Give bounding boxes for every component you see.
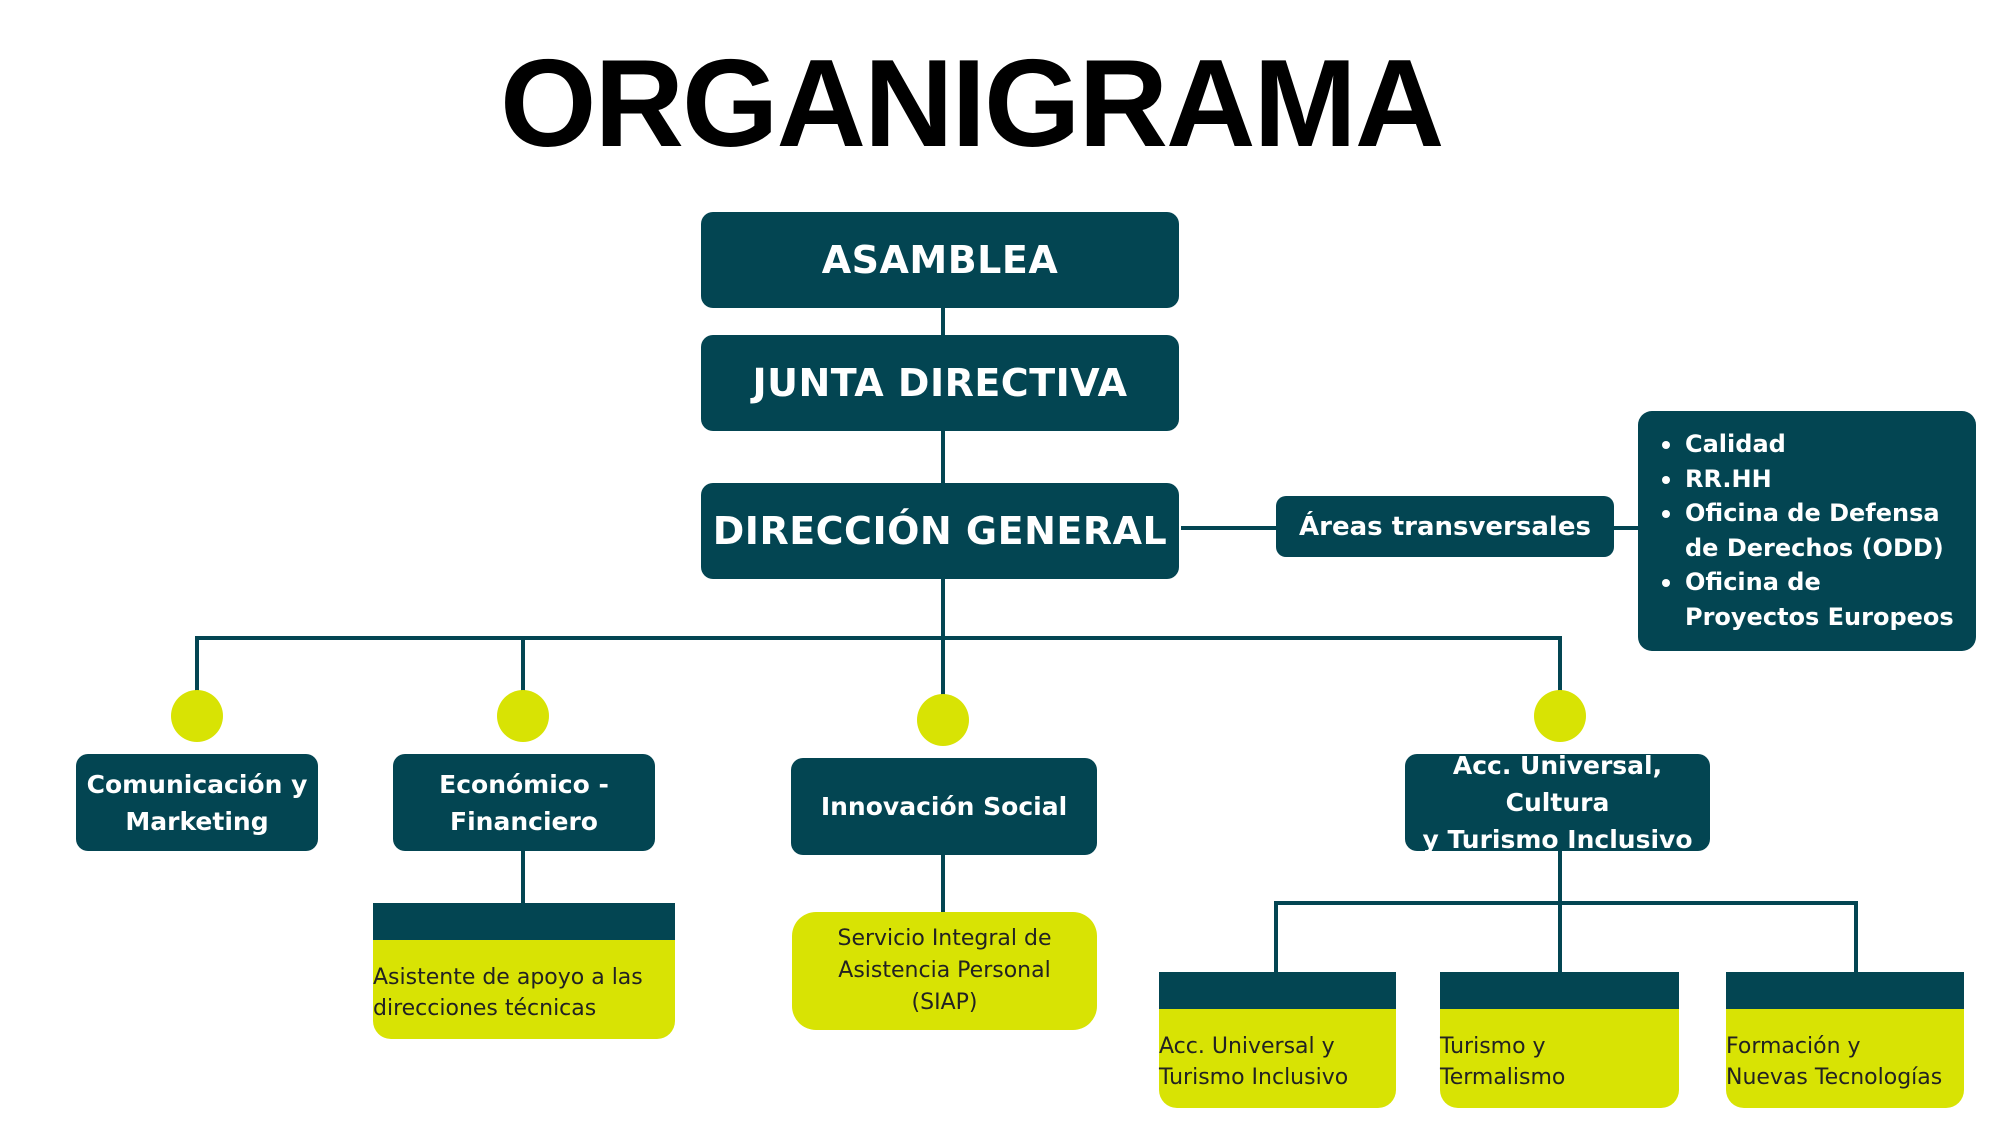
connector-departments-horizontal [195, 636, 1562, 640]
subunit-header [1440, 972, 1679, 1009]
junta-directiva-label: JUNTA DIRECTIVA [752, 361, 1128, 405]
connector-asamblea-junta [941, 308, 945, 336]
subunit-asistente: Asistente de apoyo a las direcciones téc… [373, 903, 675, 1039]
connector-innovacion-siap [941, 855, 945, 913]
areas-transversales-box: Áreas transversales [1276, 496, 1614, 557]
subunit-header [1726, 972, 1964, 1009]
bullet-icon [1662, 441, 1670, 449]
connector-economico-asistente [521, 850, 525, 905]
asamblea-box: ASAMBLEA [701, 212, 1179, 308]
connector-acc-down [1558, 849, 1562, 974]
connector-areas-list [1613, 526, 1640, 530]
connector-acc-sub1 [1274, 901, 1278, 974]
junta-directiva-box: JUNTA DIRECTIVA [701, 335, 1179, 431]
department-acc-universal-box: Acc. Universal, Cultura y Turismo Inclus… [1405, 751, 1710, 854]
direccion-general-label: DIRECCIÓN GENERAL [712, 509, 1168, 553]
junction-dot-comunicacion [171, 690, 223, 742]
transversal-list: Calidad RR.HH Oficina de Defensa de Dere… [1662, 427, 1956, 634]
junction-dot-innovacion [917, 694, 969, 746]
subunit-body: Asistente de apoyo a las direcciones téc… [373, 940, 675, 1039]
subunit-header [1159, 972, 1396, 1009]
bullet-icon [1662, 475, 1670, 484]
connector-direccion-areas [1181, 526, 1276, 530]
subunit-header [373, 903, 675, 940]
department-label: Innovación Social [820, 792, 1068, 821]
bullet-icon [1662, 579, 1670, 587]
department-comunicacion-box: Comunicación y Marketing [76, 754, 318, 851]
asamblea-label: ASAMBLEA [821, 238, 1059, 282]
list-item: Oficina de Proyectos Europeos [1662, 565, 1956, 634]
connector-dept-economico [521, 636, 525, 696]
junction-dot-acc [1534, 690, 1586, 742]
department-label: y Turismo Inclusivo [1422, 825, 1693, 854]
connector-acc-sub3 [1854, 901, 1858, 974]
department-label: Comunicación y [86, 769, 308, 799]
connector-junta-direccion [941, 430, 945, 484]
department-label: Económico - [439, 769, 609, 799]
department-economico-box: Económico - Financiero [393, 754, 655, 851]
subunit-siap: Servicio Integral de Asistencia Personal… [792, 912, 1097, 1030]
subunit-formacion: Formación y Nuevas Tecnologías [1726, 972, 1964, 1108]
subunit-acc-universal: Acc. Universal y Turismo Inclusivo [1159, 972, 1396, 1108]
department-label: Financiero [450, 806, 598, 836]
page-title: ORGANIGRAMA [500, 35, 1444, 173]
department-label: Marketing [125, 806, 269, 836]
subunit-body: Turismo y Termalismo [1440, 1009, 1679, 1108]
list-item: RR.HH [1662, 462, 1956, 497]
connector-acc-horizontal [1274, 901, 1858, 905]
subunit-body: Formación y Nuevas Tecnologías [1726, 1009, 1964, 1108]
department-label: Acc. Universal, Cultura [1452, 751, 1663, 817]
areas-transversales-label: Áreas transversales [1299, 511, 1591, 542]
bullet-icon [1662, 510, 1670, 518]
transversal-list-box: Calidad RR.HH Oficina de Defensa de Dere… [1638, 411, 1976, 651]
list-item: Oficina de Defensa de Derechos (ODD) [1662, 496, 1956, 565]
connector-dept-acc [1558, 636, 1562, 694]
direccion-general-box: DIRECCIÓN GENERAL [701, 483, 1179, 579]
connector-dept-comunicacion [195, 636, 199, 696]
department-innovacion-box: Innovación Social [791, 758, 1097, 855]
subunit-turismo: Turismo y Termalismo [1440, 972, 1679, 1108]
subunit-body: Acc. Universal y Turismo Inclusivo [1159, 1009, 1396, 1108]
list-item: Calidad [1662, 427, 1956, 462]
junction-dot-economico [497, 690, 549, 742]
